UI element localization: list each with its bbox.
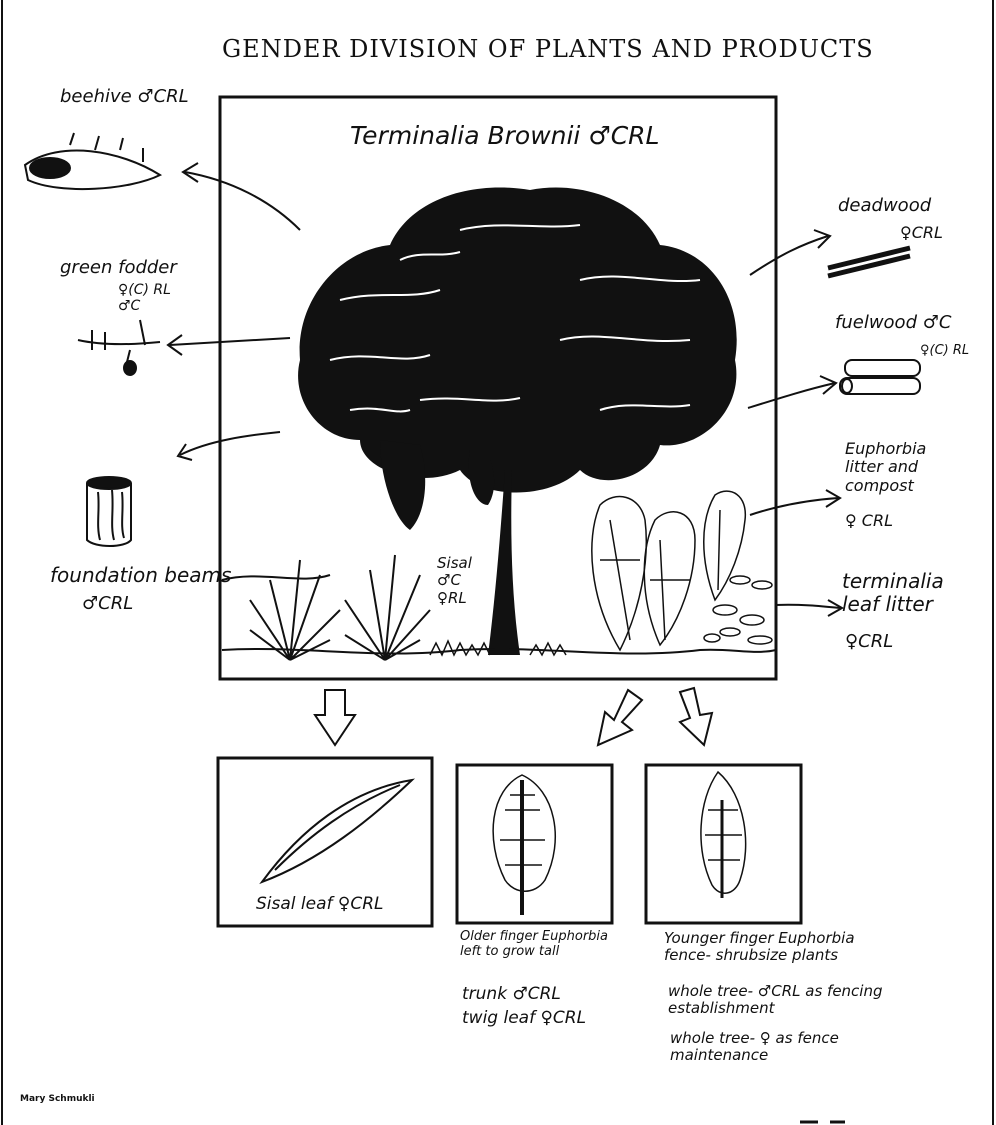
diagram-title: GENDER DIVISION OF PLANTS AND PRODUCTS <box>222 36 874 64</box>
younger-euphorbia-label: Younger finger Euphorbia fence- shrubsiz… <box>664 930 855 965</box>
main-tree-label: Terminalia Brownii ♂CRL <box>350 122 660 151</box>
younger-euphorbia-use-maintenance: whole tree- ♀ as fence maintenance <box>670 1030 839 1065</box>
arrow-to-beehive <box>183 163 300 230</box>
older-euphorbia-panel <box>457 765 612 923</box>
sisal-label: Sisal ♂C ♀RL <box>437 555 472 607</box>
deadwood-illustration <box>828 248 910 276</box>
terminalia-litter-label: terminalia leaf litter <box>842 570 944 616</box>
fuelwood-gender: ♀(C) RL <box>920 344 969 359</box>
older-euphorbia-uses: trunk ♂CRL twig leaf ♀CRL <box>462 983 586 1031</box>
arrow-to-terminalia-litter <box>775 600 842 616</box>
artist-credit: Mary Schmukli <box>20 1094 95 1104</box>
euphorbia-litter-gender: ♀ CRL <box>845 512 893 530</box>
older-euphorbia-illustration <box>493 775 555 915</box>
deadwood-label: deadwood <box>838 196 931 217</box>
leaf-litter-illustration <box>704 576 772 644</box>
down-arrow-older-euphorbia <box>598 690 642 745</box>
older-euphorbia-label: Older finger Euphorbia left to grow tall <box>460 930 608 960</box>
green-fodder-illustration <box>78 320 160 375</box>
sisal-leaf-illustration <box>262 780 412 882</box>
younger-euphorbia-use-fencing: whole tree- ♂CRL as fencing establishmen… <box>668 983 883 1018</box>
down-arrow-younger-euphorbia <box>680 688 712 745</box>
beehive-illustration <box>25 133 160 189</box>
arrow-to-green-fodder <box>168 335 290 355</box>
euphorbia-bush-illustration <box>592 491 746 650</box>
foundation-beam-illustration <box>87 477 131 546</box>
younger-euphorbia-illustration <box>701 772 746 898</box>
fuelwood-label: fuelwood ♂C <box>835 313 951 334</box>
arrow-to-foundation-beams <box>178 432 280 460</box>
beehive-label: beehive ♂CRL <box>60 87 189 108</box>
sisal-leaf-label: Sisal leaf ♀CRL <box>256 895 384 915</box>
ground-line <box>222 575 330 580</box>
foundation-beams-gender: ♂CRL <box>82 594 133 615</box>
terminalia-litter-gender: ♀CRL <box>845 632 893 653</box>
arrow-to-deadwood <box>750 230 830 275</box>
down-arrow-sisal <box>315 690 355 745</box>
foundation-beams-label: foundation beams <box>50 564 231 587</box>
euphorbia-litter-label: Euphorbia litter and compost <box>845 440 926 495</box>
green-fodder-gender: ♀(C) RL ♂C <box>118 282 171 314</box>
arrow-to-euphorbia-litter <box>750 490 840 515</box>
sisal-plant-illustration <box>250 555 430 660</box>
deadwood-gender: ♀CRL <box>900 224 943 242</box>
arrow-to-fuelwood <box>748 376 836 408</box>
terminalia-tree-illustration <box>298 187 737 655</box>
green-fodder-label: green fodder <box>60 258 177 279</box>
fuelwood-illustration <box>840 360 920 394</box>
